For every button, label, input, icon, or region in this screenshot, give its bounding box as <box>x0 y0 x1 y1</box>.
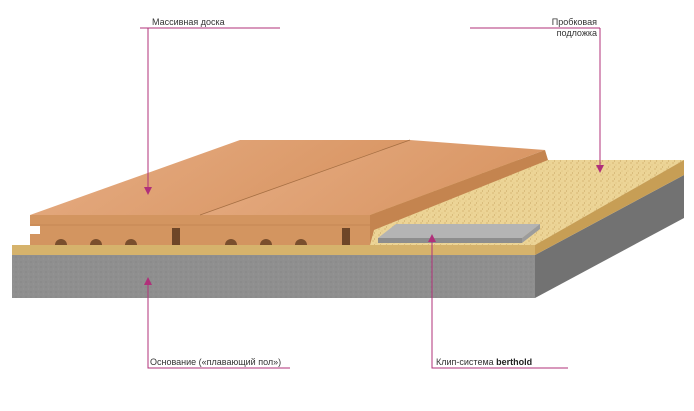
clip-front <box>378 238 522 243</box>
label-solid-board: Массивная доска <box>152 17 225 27</box>
label-clip-system: Клип-система berthold <box>436 357 532 368</box>
clip-strip <box>378 224 540 243</box>
board-1-top <box>30 140 410 215</box>
leader-arrows <box>144 165 604 285</box>
wood-board-2 <box>199 139 548 245</box>
board-1-front <box>30 215 200 245</box>
board-2-side <box>370 150 548 245</box>
cork-top-right <box>380 160 684 245</box>
label-cork-line1: Пробковая <box>551 17 597 27</box>
wood-board-1 <box>30 140 410 245</box>
leader-lines <box>140 27 601 369</box>
board-2-front <box>200 215 370 245</box>
base-front <box>12 255 535 298</box>
clip-lip <box>522 224 540 243</box>
cork-front <box>12 245 535 255</box>
label-cork-underlay: Пробковая подложка <box>540 17 597 39</box>
label-base: Основание («плавающий пол») <box>150 357 282 367</box>
label-clip-prefix: Клип-система <box>436 357 497 367</box>
base-side <box>535 175 684 298</box>
label-clip-brand: berthold <box>496 357 533 367</box>
board-2-top <box>200 140 545 215</box>
cork-side <box>535 160 684 255</box>
leader-clip <box>431 238 568 369</box>
label-cork-line2: подложка <box>556 28 597 38</box>
leader-base <box>147 282 290 369</box>
concrete-base <box>12 175 684 298</box>
clip-top <box>378 224 540 238</box>
